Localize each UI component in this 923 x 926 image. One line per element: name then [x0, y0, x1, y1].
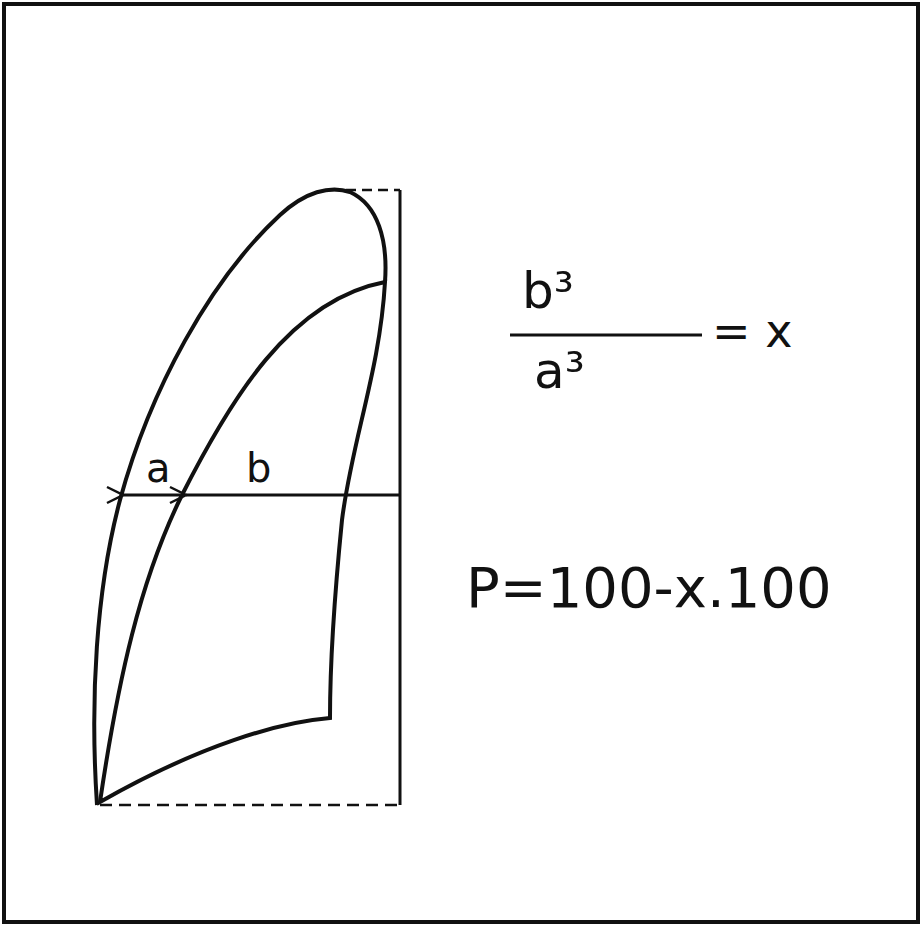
dimension-label: a	[146, 448, 171, 488]
frame	[4, 4, 918, 922]
dashed-line	[330, 189, 400, 192]
thorax-outline	[94, 189, 385, 805]
formula-term: = x	[712, 308, 792, 354]
reference-line	[399, 190, 402, 805]
formula-term: a³	[534, 346, 585, 396]
dashed-line	[100, 804, 400, 807]
formula: P=100-x.100	[466, 560, 832, 616]
dimension-arrow	[123, 494, 180, 497]
fraction-bar	[510, 334, 702, 337]
formula-term: b³	[522, 266, 574, 316]
dimension-label: b	[246, 448, 271, 488]
dimension-arrow	[186, 494, 400, 497]
lung-outline	[100, 282, 385, 802]
